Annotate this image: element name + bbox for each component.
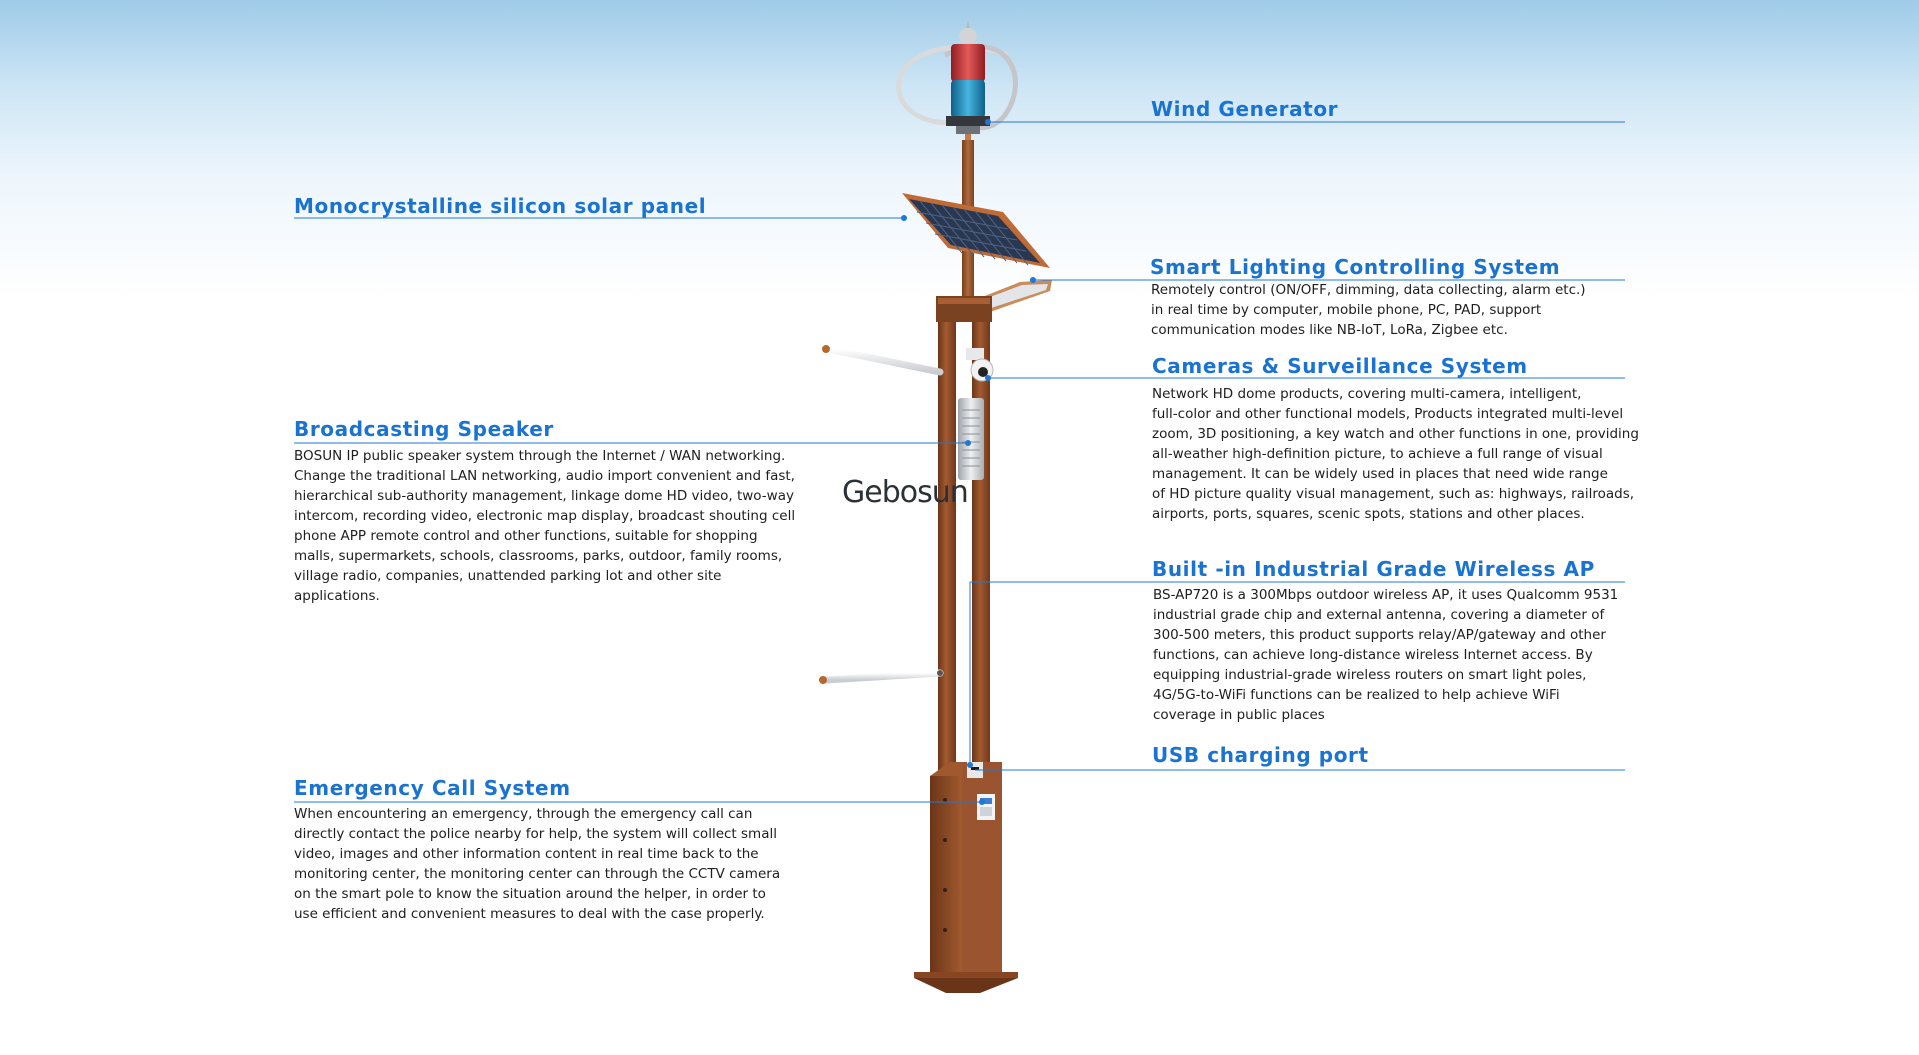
smart-lighting-title: Smart Lighting Controlling System — [1150, 255, 1561, 279]
emergency-call-description: When encountering an emergency, through … — [294, 806, 781, 922]
cameras-title: Cameras & Surveillance System — [1152, 354, 1528, 378]
broadcasting-speaker-description: BOSUN IP public speaker system through t… — [294, 448, 796, 604]
smart-lighting-description: Remotely control (ON/OFF, dimming, data … — [1151, 282, 1586, 338]
callout-lines — [294, 121, 1625, 803]
wireless-ap-description: BS-AP720 is a 300Mbps outdoor wireless A… — [1153, 587, 1619, 723]
cameras-description: Network HD dome products, covering multi… — [1152, 386, 1639, 522]
callout-wireless — [969, 581, 1625, 765]
broadcasting-speaker-title: Broadcasting Speaker — [294, 417, 554, 441]
emergency-call-icon — [977, 794, 995, 820]
wireless-ap-title: Built -in Industrial Grade Wireless AP — [1152, 557, 1595, 581]
usb-charging-title: USB charging port — [1152, 743, 1369, 767]
brand-logo: Gebosun — [842, 475, 969, 510]
pole-base — [914, 972, 1018, 993]
wind-generator-icon — [896, 20, 1018, 150]
callout-dots — [901, 119, 1036, 805]
banner-arm-upper — [822, 345, 944, 376]
solar-panel-title: Monocrystalline silicon solar panel — [294, 194, 707, 218]
wind-generator-title: Wind Generator — [1151, 97, 1339, 121]
pole-frame-left — [938, 298, 956, 788]
speaker-icon — [958, 398, 984, 480]
emergency-call-title: Emergency Call System — [294, 776, 571, 800]
banner-arm-lower — [819, 669, 944, 684]
solar-panel-icon — [902, 193, 1050, 268]
